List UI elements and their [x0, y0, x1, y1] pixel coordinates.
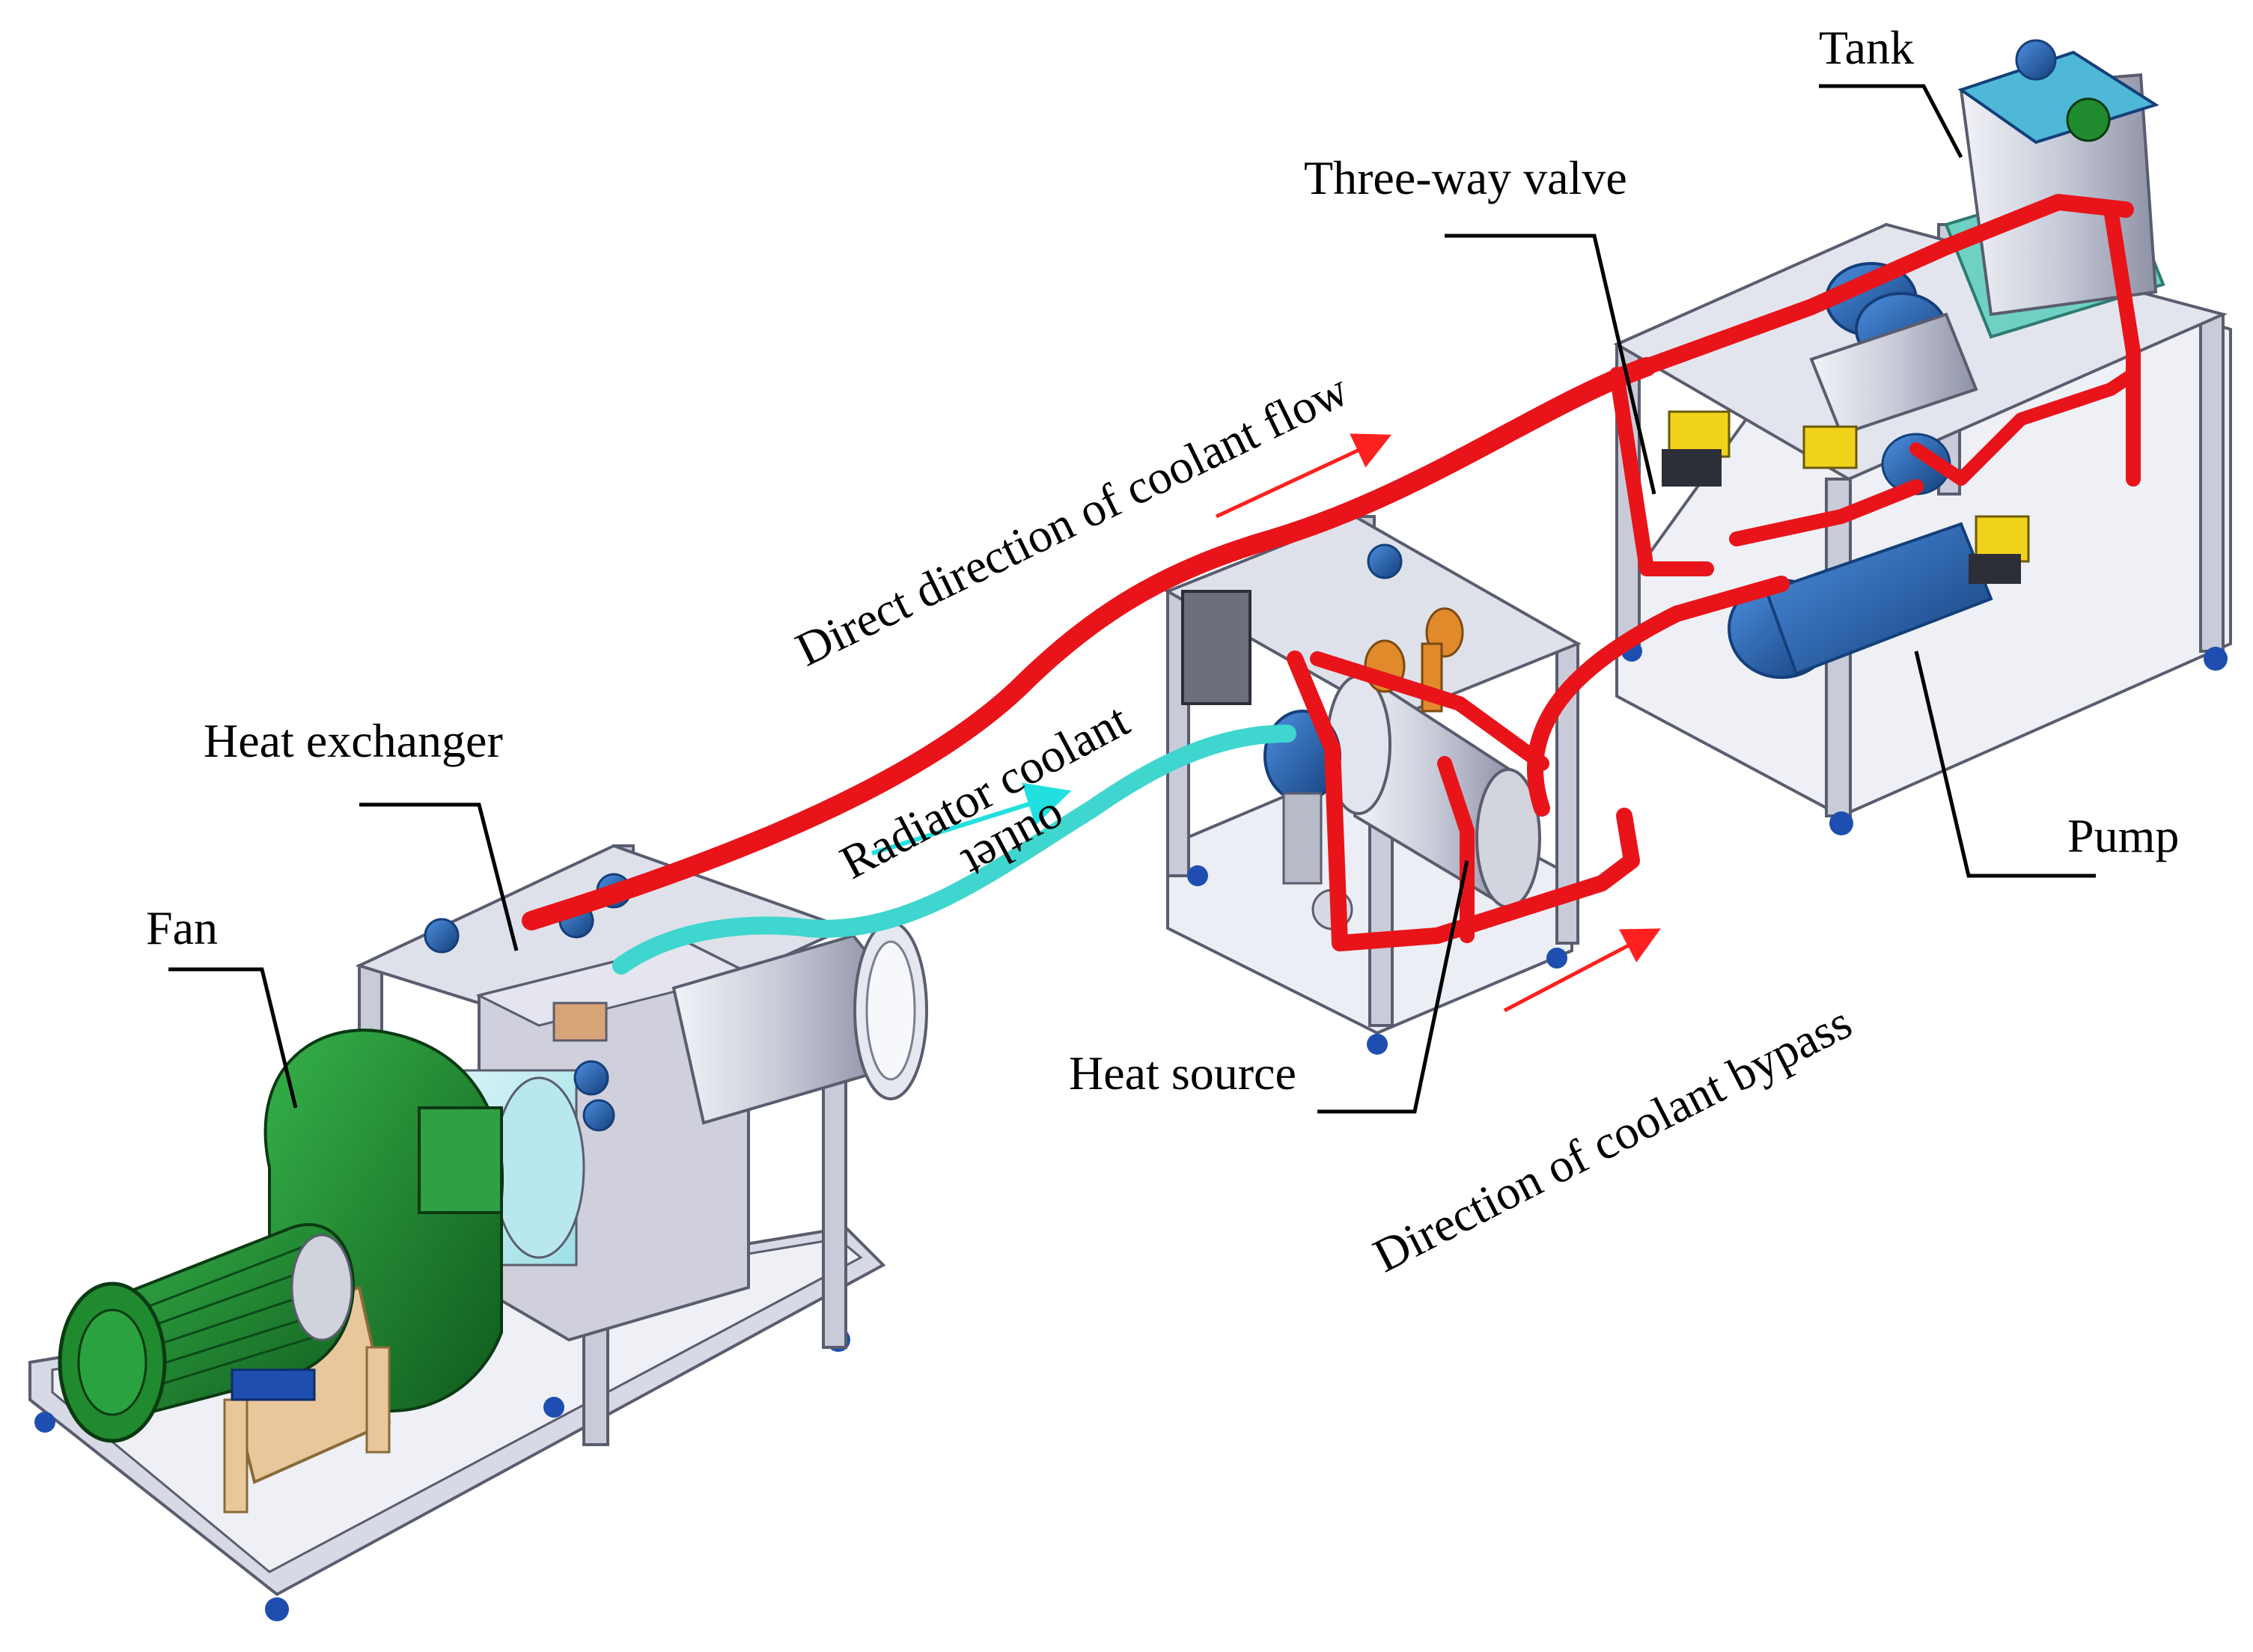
label-heat-exchanger: Heat exchanger [204, 714, 503, 767]
label-pump: Pump [2067, 809, 2180, 862]
leader-heat-source [1317, 860, 1469, 1114]
leader-pump [1914, 650, 2096, 878]
wheel [543, 1397, 564, 1418]
radiator-outlet-pipe [612, 725, 1296, 975]
cold-pipe [612, 725, 1296, 975]
left-skid [28, 844, 928, 1621]
air-duct [671, 921, 928, 1125]
leader-tank [1819, 84, 1963, 159]
leader-three-way-valve [1445, 234, 1656, 495]
tank-cap [2066, 97, 2111, 142]
leader-fan [168, 967, 298, 1109]
wheel [265, 1597, 289, 1621]
label-three-way-valve: Three-way valve [1304, 151, 1627, 204]
direct-flow-arrow [1215, 433, 1392, 519]
right-skid [1613, 39, 2232, 835]
fan [58, 1028, 504, 1514]
hot-pipes [522, 194, 2141, 951]
wheel [34, 1412, 55, 1433]
label-tank: Tank [1819, 21, 1915, 74]
label-heat-source: Heat source [1069, 1046, 1296, 1100]
control-box [1181, 590, 1252, 705]
leader-lines [168, 84, 2096, 1114]
middle-skid [1164, 514, 1582, 1055]
direct-pipe [522, 357, 1656, 930]
leader-heat-exchanger [359, 802, 519, 951]
radiator-outlet-arrow [871, 782, 1072, 856]
label-fan: Fan [146, 901, 218, 954]
bypass-flow-arrow [1503, 928, 1661, 1013]
